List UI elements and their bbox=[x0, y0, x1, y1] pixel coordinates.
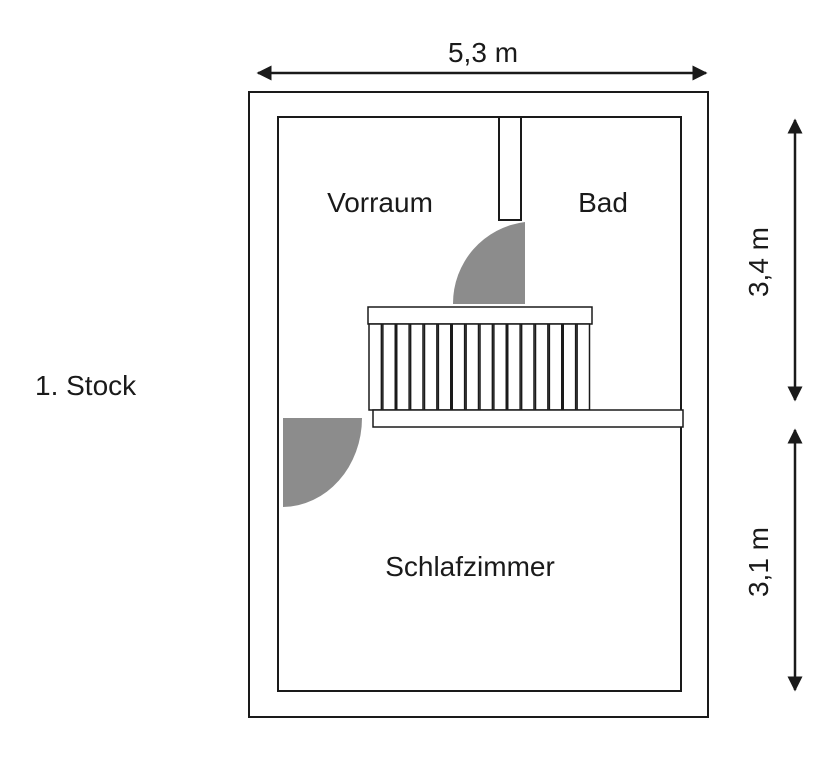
stair-tread bbox=[507, 323, 521, 411]
floor-title: 1. Stock bbox=[35, 370, 137, 401]
stair-tread bbox=[396, 323, 410, 411]
room-label-vorraum: Vorraum bbox=[327, 187, 433, 218]
stair-tread bbox=[493, 323, 507, 411]
bathroom-door-swing bbox=[452, 222, 525, 304]
stair-landing bbox=[372, 409, 684, 428]
stair-tread bbox=[451, 323, 466, 411]
stair-tread bbox=[479, 323, 494, 411]
stair-tread bbox=[548, 323, 563, 411]
staircase bbox=[367, 306, 684, 428]
stair-tread bbox=[562, 323, 577, 411]
outer-wall bbox=[248, 91, 709, 718]
stair-tread bbox=[409, 323, 424, 411]
stair-tread bbox=[534, 323, 549, 411]
width-label: 5,3 m bbox=[448, 37, 518, 68]
stair-tread bbox=[368, 323, 383, 411]
bedroom-door-swing bbox=[283, 418, 362, 507]
upper-height-label: 3,4 m bbox=[743, 227, 774, 297]
room-label-schlafzimmer: Schlafzimmer bbox=[385, 551, 555, 582]
stair-top-rail bbox=[367, 306, 593, 325]
partition-wall bbox=[498, 116, 522, 221]
stair-tread bbox=[423, 323, 438, 411]
lower-height-label: 3,1 m bbox=[743, 527, 774, 597]
stair-tread bbox=[382, 323, 396, 411]
stair-tread bbox=[576, 323, 591, 411]
stair-tread bbox=[520, 323, 535, 411]
stair-tread bbox=[437, 323, 452, 411]
room-label-bad: Bad bbox=[578, 187, 628, 218]
inner-wall bbox=[277, 116, 682, 692]
stair-tread bbox=[465, 323, 480, 411]
